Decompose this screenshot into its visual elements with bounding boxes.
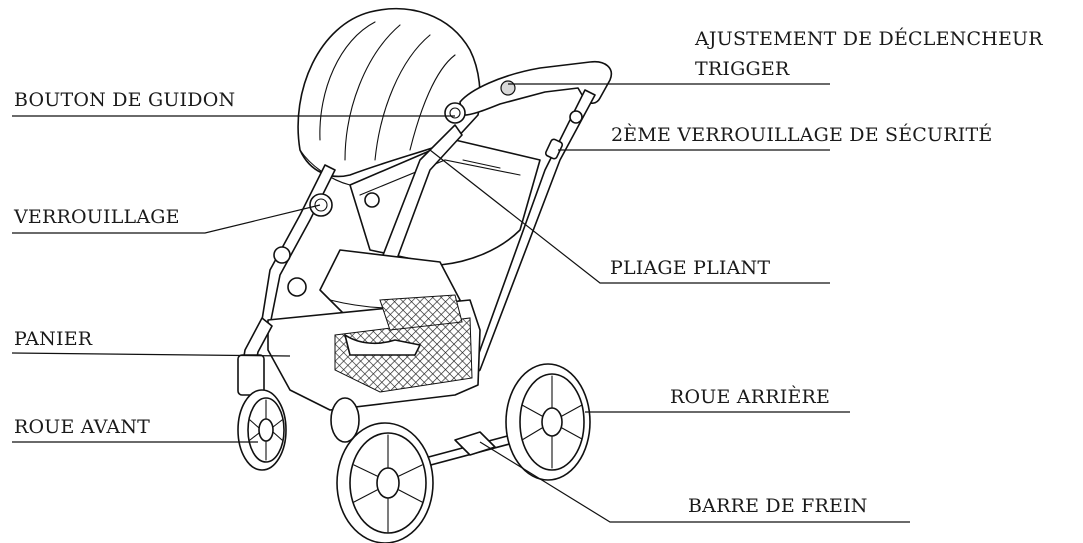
label-basket: PANIER <box>14 328 92 350</box>
label-brake-bar: BARRE DE FREIN <box>688 495 868 517</box>
label-front-wheel: ROUE AVANT <box>14 416 150 438</box>
label-rear-wheel: ROUE ARRIÈRE <box>670 386 830 408</box>
label-second-safety-lock: 2ÈME VERROUILLAGE DE SÉCURITÉ <box>611 124 992 146</box>
label-trigger-adjustment: AJUSTEMENT DE DÉCLENCHEUR <box>695 28 1043 50</box>
stroller-frame <box>238 9 611 543</box>
label-lock: VERROUILLAGE <box>14 206 180 228</box>
label-handlebar-button: BOUTON DE GUIDON <box>14 89 235 111</box>
label-folding: PLIAGE PLIANT <box>610 257 770 279</box>
label-trigger: TRIGGER <box>695 58 789 80</box>
